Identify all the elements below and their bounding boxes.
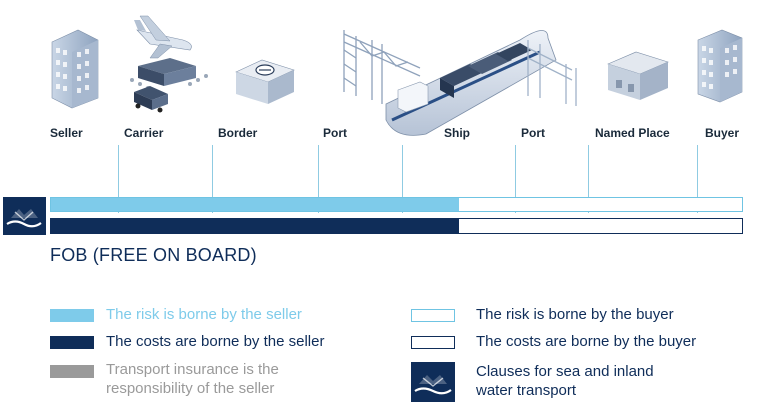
port-crane-icon [343, 30, 421, 104]
stage-divider [515, 145, 516, 213]
sea-wave-icon [414, 375, 452, 395]
legend-risk-seller: The risk is borne by the seller [106, 306, 302, 323]
stage-divider [588, 145, 589, 213]
legend-insurance-line2: responsibility of the seller [106, 380, 275, 397]
legend-swatch-clauses [411, 362, 455, 402]
stage-divider [212, 145, 213, 213]
legend-swatch-risk-seller [50, 309, 94, 322]
buyer-building-icon [697, 29, 743, 103]
sea-transport-badge [3, 197, 46, 235]
stage-label-border: Border [218, 126, 258, 140]
container-truck-icon [130, 58, 208, 113]
legend-swatch-risk-buyer [411, 309, 455, 322]
transport-illustration [51, 15, 743, 136]
airplane-icon [134, 15, 192, 59]
legend-risk-buyer: The risk is borne by the buyer [476, 306, 674, 323]
stage-divider [118, 145, 119, 213]
stage-label-ship: Ship [444, 126, 470, 140]
container-ship-icon [385, 30, 577, 136]
risk-seller-segment [51, 198, 459, 211]
legend-costs-seller: The costs are borne by the seller [106, 333, 325, 350]
legend-clauses-line2: water transport [476, 382, 577, 399]
stage-label-seller: Seller [50, 126, 83, 140]
stage-label-port-destination: Port [521, 126, 545, 140]
border-office-icon [235, 59, 295, 104]
stage-label-buyer: Buyer [705, 126, 740, 140]
stage-label-port: Port [323, 126, 347, 140]
legend-costs-buyer: The costs are borne by the buyer [476, 333, 697, 350]
stage-divider [318, 145, 319, 213]
stage-label-named-place: Named Place [595, 126, 670, 140]
legend-insurance-line1: Transport insurance is the [106, 361, 279, 378]
legend-swatch-costs-seller [50, 336, 94, 349]
legend-swatch-insurance [50, 365, 94, 378]
risk-bar [50, 197, 743, 212]
cost-bar [50, 218, 743, 234]
legend-clauses-line1: Clauses for sea and inland [476, 363, 654, 380]
sea-wave-icon [6, 209, 42, 228]
legend-swatch-costs-buyer [411, 336, 455, 349]
cost-seller-segment [51, 219, 459, 233]
stage-divider [402, 145, 403, 213]
stage-label-carrier: Carrier [124, 126, 164, 140]
stage-divider [697, 145, 698, 213]
incoterm-title: FOB (FREE ON BOARD) [50, 245, 257, 265]
seller-building-icon [51, 29, 99, 109]
warehouse-icon [607, 51, 669, 100]
